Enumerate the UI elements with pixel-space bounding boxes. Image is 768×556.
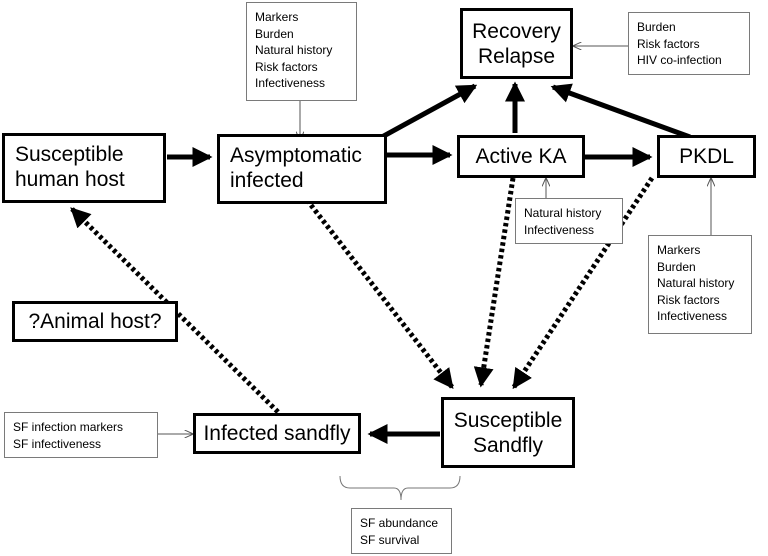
node-susceptible-sandfly-line-1: Susceptible <box>453 408 563 432</box>
note-item: Burden <box>657 259 696 274</box>
node-infected-sandfly: Infected sandfly <box>193 413 361 454</box>
node-asymptomatic-infected-line-2: infected <box>230 169 304 192</box>
note-item: Natural history <box>255 43 333 57</box>
note-item: SF infection markers <box>13 420 124 434</box>
dotted-pkdl-to-sandfly <box>511 176 655 390</box>
note-item: SF survival <box>360 532 420 547</box>
note-item: SF infectiveness <box>13 436 102 451</box>
node-recovery-line-1: Recovery <box>472 19 561 43</box>
note-item: Markers <box>255 10 299 24</box>
note-item: Markers <box>657 243 701 257</box>
note-item: Infectiveness <box>657 309 728 323</box>
dotted-asymptomatic-to-sandfly <box>305 198 454 389</box>
note-item: Burden <box>637 20 676 34</box>
brace-sandfly-population <box>339 475 461 501</box>
note-recovery: Burden Risk factors HIV co-infection <box>628 12 750 75</box>
node-animal-host-label: ?Animal host? <box>28 310 162 333</box>
node-animal-host: ?Animal host? <box>12 301 178 342</box>
node-susceptible-human-host-line-1: Susceptible <box>15 143 124 166</box>
node-susceptible-human-host-line-2: human host <box>15 168 125 191</box>
dotted-active-ka-to-sandfly <box>473 177 516 388</box>
note-pkdl: Markers Burden Natural history Risk fact… <box>648 235 752 334</box>
note-item: HIV co-infection <box>637 53 722 67</box>
node-recovery-line-2: Relapse <box>477 44 556 68</box>
note-item: Risk factors <box>657 292 720 307</box>
arrow-asymptomatic-to-recovery <box>378 83 478 141</box>
note-item: Infectiveness <box>255 76 326 90</box>
note-infected-sandfly: SF infection markers SF infectiveness <box>4 412 158 458</box>
note-asymptomatic: Markers Burden Natural history Risk fact… <box>246 2 357 101</box>
node-infected-sandfly-label: Infected sandfly <box>203 422 351 445</box>
node-recovery-relapse: Recovery Relapse <box>460 8 573 79</box>
note-item: Risk factors <box>255 59 318 74</box>
note-item: Risk factors <box>637 36 700 51</box>
node-pkdl-label: PKDL <box>679 145 734 168</box>
note-item: Natural history <box>524 206 602 220</box>
arrow-pkdl-to-recovery <box>550 83 691 140</box>
node-asymptomatic-infected: Asymptomatic infected <box>217 134 387 204</box>
note-sandfly-population: SF abundance SF survival <box>351 508 452 554</box>
note-item: Infectiveness <box>524 222 595 237</box>
note-item: Natural history <box>657 276 735 290</box>
node-susceptible-sandfly-line-2: Sandfly <box>472 433 544 457</box>
node-susceptible-human-host: Susceptible human host <box>2 133 166 203</box>
note-item: SF abundance <box>360 516 439 530</box>
node-active-ka-label: Active KA <box>475 145 567 168</box>
node-susceptible-sandfly: Susceptible Sandfly <box>441 397 575 468</box>
node-active-ka: Active KA <box>457 135 585 178</box>
node-pkdl: PKDL <box>657 135 756 178</box>
note-item: Burden <box>255 26 294 41</box>
note-active-ka: Natural history Infectiveness <box>515 198 623 244</box>
node-asymptomatic-infected-line-1: Asymptomatic <box>230 144 362 167</box>
